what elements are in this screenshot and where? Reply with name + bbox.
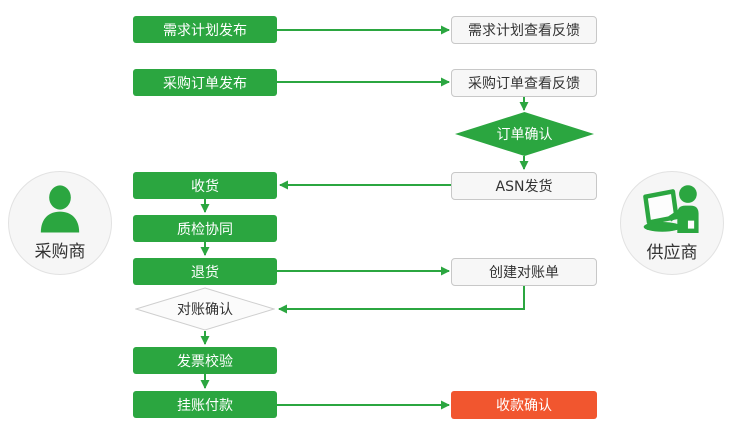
node-demand-plan-publish: 需求计划发布 bbox=[133, 16, 277, 43]
node-asn-ship-label: ASN发货 bbox=[495, 179, 553, 195]
node-payment-confirm: 收款确认 bbox=[451, 391, 597, 419]
node-po-feedback: 采购订单查看反馈 bbox=[451, 69, 597, 97]
node-po-feedback-label: 采购订单查看反馈 bbox=[468, 76, 580, 92]
node-return-goods-label: 退货 bbox=[191, 264, 219, 281]
actor-buyer: 采购商 bbox=[8, 171, 112, 275]
diamond-shape bbox=[455, 112, 594, 156]
node-invoice-check-label: 发票校验 bbox=[177, 353, 233, 370]
actor-supplier-label: 供应商 bbox=[646, 243, 698, 263]
node-book-payment-label: 挂账付款 bbox=[177, 397, 233, 414]
node-demand-plan-publish-label: 需求计划发布 bbox=[163, 22, 247, 39]
node-asn-ship: ASN发货 bbox=[451, 172, 597, 200]
node-demand-plan-feedback-label: 需求计划查看反馈 bbox=[468, 23, 580, 39]
node-statement-confirm-label: 对账确认 bbox=[177, 302, 233, 318]
connector-statement-to-confirm bbox=[278, 285, 525, 314]
node-po-publish: 采购订单发布 bbox=[133, 69, 277, 96]
node-book-payment: 挂账付款 bbox=[133, 391, 277, 418]
actor-supplier: 供应商 bbox=[620, 171, 724, 275]
actor-buyer-label: 采购商 bbox=[34, 242, 86, 262]
node-receive: 收货 bbox=[133, 172, 277, 199]
node-order-confirm: 订单确认 bbox=[455, 112, 594, 156]
node-receive-label: 收货 bbox=[191, 178, 219, 195]
person-laptop-icon bbox=[641, 183, 703, 237]
person-icon bbox=[35, 184, 85, 236]
node-payment-confirm-label: 收款确认 bbox=[496, 398, 552, 414]
node-demand-plan-feedback: 需求计划查看反馈 bbox=[451, 16, 597, 44]
node-invoice-check: 发票校验 bbox=[133, 347, 277, 374]
node-create-statement-label: 创建对账单 bbox=[489, 265, 559, 281]
node-create-statement: 创建对账单 bbox=[451, 258, 597, 286]
node-statement-confirm: 对账确认 bbox=[135, 287, 275, 331]
diamond-shape bbox=[135, 287, 275, 331]
node-return-goods: 退货 bbox=[133, 258, 277, 285]
node-quality-collab: 质检协同 bbox=[133, 215, 277, 242]
node-po-publish-label: 采购订单发布 bbox=[163, 75, 247, 92]
node-order-confirm-label: 订单确认 bbox=[496, 127, 553, 143]
node-quality-collab-label: 质检协同 bbox=[177, 221, 233, 238]
